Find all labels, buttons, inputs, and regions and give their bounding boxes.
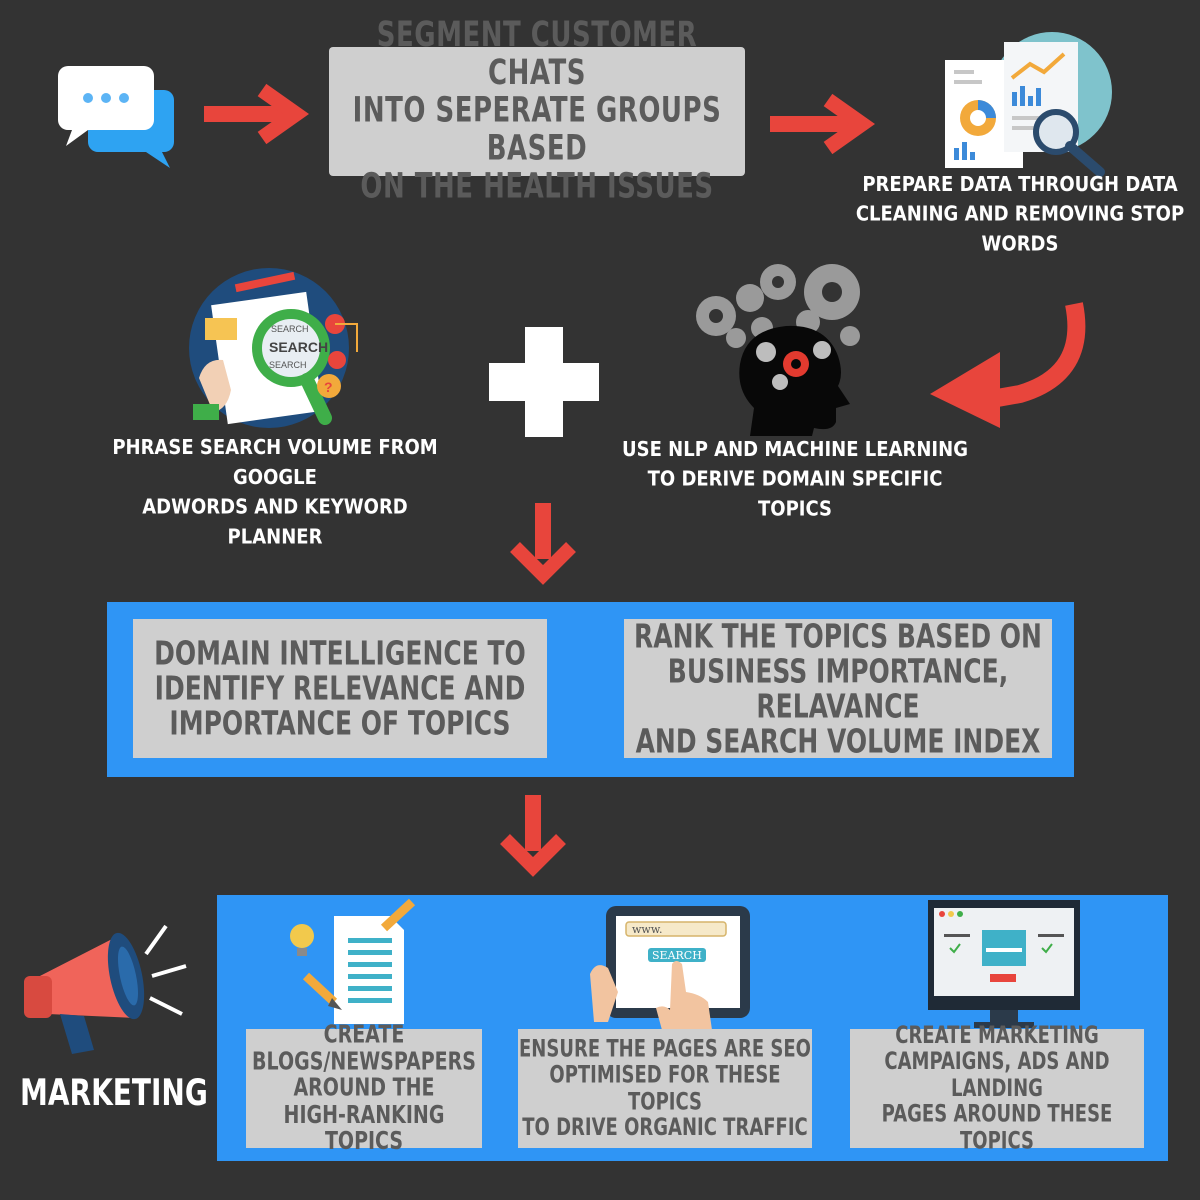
document-pencil-icon [288, 898, 420, 1026]
megaphone-icon [18, 918, 193, 1068]
seo-pages-box: ENSURE THE PAGES ARE SEO OPTIMISED FOR T… [518, 1029, 812, 1148]
arrow-down-icon [500, 795, 566, 877]
keyword-search-icon: SEARCH SEARCH SEARCH ? [185, 268, 370, 438]
chat-bubbles-icon [58, 62, 178, 168]
rank-topics-box: RANK THE TOPICS BASED ON BUSINESS IMPORT… [624, 618, 1052, 759]
arrow-right-icon [204, 83, 314, 145]
monitor-webpage-icon [928, 900, 1080, 1030]
curved-arrow-icon [928, 300, 1088, 440]
tablet-url-text: www. [632, 923, 662, 936]
marketing-campaigns-box: CREATE MARKETING CAMPAIGNS, ADS AND LAND… [850, 1022, 1144, 1154]
arrow-down-icon [510, 503, 576, 585]
arrow-right-icon [770, 93, 880, 155]
segment-chats-box: SEGMENT CUSTOMER CHATS INTO SEPERATE GRO… [329, 17, 745, 206]
search-icon-text: SEARCH [269, 339, 328, 355]
tablet-search-button-text: SEARCH [652, 949, 702, 962]
plus-icon [489, 327, 599, 437]
prepare-data-caption: PREPARE DATA THROUGH DATA CLEANING AND R… [855, 172, 1185, 257]
search-icon-text: SEARCH [271, 324, 309, 334]
data-report-icon [940, 30, 1130, 180]
svg-text:?: ? [324, 379, 333, 395]
nlp-caption: USE NLP AND MACHINE LEARNING TO DERIVE D… [622, 437, 968, 522]
create-blogs-box: CREATE BLOGS/NEWSPAPERS AROUND THE HIGH-… [246, 1022, 482, 1155]
marketing-label: MARKETING [20, 1071, 208, 1114]
phrase-search-caption: PHRASE SEARCH VOLUME FROM GOOGLE ADWORDS… [112, 435, 438, 550]
tablet-search-icon: www. SEARCH [586, 902, 762, 1030]
domain-intelligence-box: DOMAIN INTELLIGENCE TO IDENTIFY RELEVANC… [133, 619, 547, 758]
search-icon-text: SEARCH [269, 360, 307, 370]
brain-gears-icon [690, 258, 880, 438]
